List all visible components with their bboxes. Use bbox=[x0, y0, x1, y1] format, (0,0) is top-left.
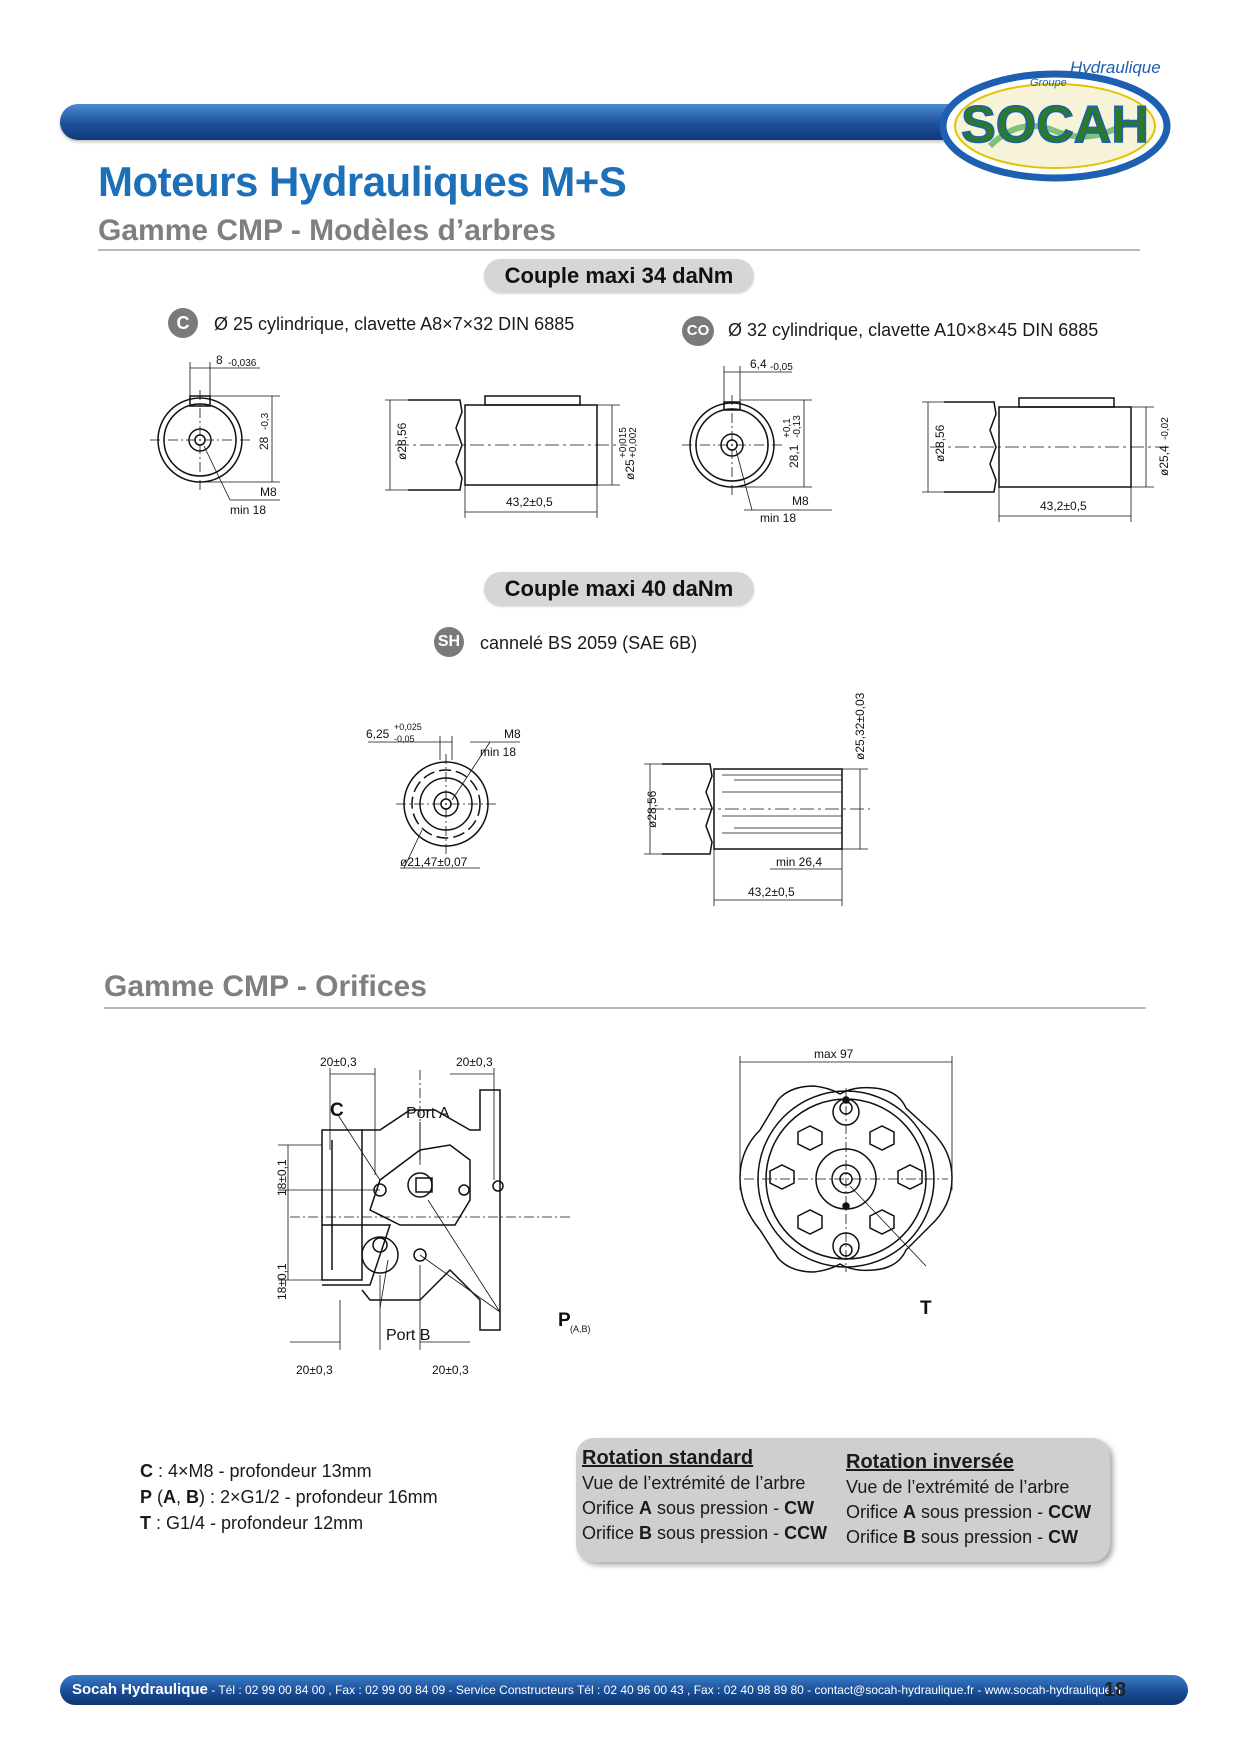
badge-co: CO bbox=[682, 316, 714, 346]
legend-t: T : G1/4 - profondeur 12mm bbox=[140, 1513, 364, 1533]
sh-thread: M8 bbox=[504, 727, 521, 741]
shaft-co-desc: Ø 32 cylindrique, clavette A10×8×45 DIN … bbox=[728, 320, 1099, 340]
sh-dim-slot-tol-low: -0,05 bbox=[394, 734, 415, 744]
rotation-reverse: Rotation inversée Vue de l’extrémité de … bbox=[846, 1450, 1091, 1550]
shaft-sh-desc: cannelé BS 2059 (SAE 6B) bbox=[480, 633, 698, 653]
orifices-front-drawing: max 97 T bbox=[739, 1047, 953, 1319]
badge-c: C bbox=[168, 308, 198, 338]
logo-group: Groupe bbox=[1030, 77, 1067, 89]
co-dia-shaft-tol: -0,02 bbox=[1160, 417, 1171, 440]
c-dia-body: ø28,56 bbox=[395, 422, 409, 460]
label-p: P bbox=[558, 1310, 571, 1331]
co-depth: min 18 bbox=[760, 511, 796, 525]
footer-company: Socah Hydraulique bbox=[72, 1681, 208, 1698]
c-dim-height: 28 bbox=[257, 436, 271, 450]
footer-text: Socah Hydraulique - Tél : 02 99 00 84 00… bbox=[72, 1681, 1122, 1698]
c-dia-shaft-tol-low: +0,002 bbox=[628, 427, 639, 458]
sh-dim-slot: 6,25 bbox=[366, 727, 390, 741]
torque-40-pill: Couple maxi 40 daNm bbox=[484, 572, 754, 606]
sh-dia-spline: ø25,32±0,03 bbox=[853, 692, 867, 760]
label-t: T bbox=[920, 1298, 932, 1319]
co-length: 43,2±0,5 bbox=[1040, 499, 1087, 513]
torque-34-pill: Couple maxi 34 daNm bbox=[484, 259, 754, 293]
shaft-c-desc: Ø 25 cylindrique, clavette A8×7×32 DIN 6… bbox=[214, 314, 575, 334]
logo-brand: SOCAH bbox=[961, 96, 1149, 154]
co-dim-height: 28,1 bbox=[787, 444, 801, 468]
sh-spline-len: min 26,4 bbox=[776, 855, 822, 869]
orifices-rule bbox=[104, 1007, 1146, 1009]
legend-c: C : 4×M8 - profondeur 13mm bbox=[140, 1461, 372, 1481]
c-dia-shaft: ø25 bbox=[623, 459, 637, 480]
rotation-reverse-title: Rotation inversée bbox=[846, 1451, 1014, 1473]
c-length: 43,2±0,5 bbox=[506, 495, 553, 509]
dim-top-right: 20±0,3 bbox=[456, 1055, 493, 1069]
rotation-reverse-line1: Vue de l’extrémité de l’arbre bbox=[846, 1477, 1070, 1497]
orifices-side-drawing: 20±0,3 20±0,3 18±0,1 18±0,1 20±0,3 20±0,… bbox=[275, 1055, 591, 1377]
sh-dia-body: ø28,56 bbox=[645, 790, 659, 828]
sh-depth: min 18 bbox=[480, 745, 516, 759]
co-thread: M8 bbox=[792, 494, 809, 508]
c-dia-shaft-tol-up: +0,015 bbox=[618, 427, 629, 458]
c-dim-key-tol: -0,036 bbox=[228, 358, 257, 369]
c-depth: min 18 bbox=[230, 503, 266, 517]
dim-side-lower: 18±0,1 bbox=[275, 1263, 289, 1300]
co-dim-height-tol-low: -0,13 bbox=[792, 415, 803, 438]
footer-bar bbox=[60, 1675, 1188, 1705]
page-title: Moteurs Hydrauliques M+S bbox=[98, 158, 627, 205]
sh-length: 43,2±0,5 bbox=[748, 885, 795, 899]
legend-block: C : 4×M8 - profondeur 13mm P (A, B) : 2×… bbox=[140, 1458, 438, 1536]
label-p-sub: (A,B) bbox=[570, 1324, 591, 1334]
sh-dia-root: ø21,47±0,07 bbox=[400, 855, 468, 869]
dim-side-upper: 18±0,1 bbox=[275, 1159, 289, 1196]
legend-p: P (A, B) : 2×G1/2 - profondeur 16mm bbox=[140, 1487, 438, 1507]
dim-bottom-right: 20±0,3 bbox=[432, 1363, 469, 1377]
co-dia-body: ø28,56 bbox=[933, 424, 947, 462]
c-thread: M8 bbox=[260, 485, 277, 499]
co-dia-shaft: ø25,4 bbox=[1157, 445, 1171, 476]
c-dim-key: 8 bbox=[216, 353, 223, 367]
rotation-standard-title: Rotation standard bbox=[582, 1447, 754, 1469]
port-a-label: Port A bbox=[406, 1105, 450, 1122]
max-width-label: max 97 bbox=[814, 1047, 854, 1061]
rotation-standard-line1: Vue de l’extrémité de l’arbre bbox=[582, 1473, 806, 1493]
port-b-label: Port B bbox=[386, 1327, 430, 1344]
rotation-standard-a: Orifice A sous pression - CW bbox=[582, 1498, 815, 1518]
page-subtitle: Gamme CMP - Modèles d’arbres bbox=[98, 214, 556, 247]
c-dim-height-tol: -0,3 bbox=[260, 412, 271, 430]
co-dim-key-tol: -0,05 bbox=[770, 362, 793, 373]
rotation-reverse-a: Orifice A sous pression - CCW bbox=[846, 1502, 1092, 1522]
shaft-sh-drawing: 6,25 +0,025 -0,05 M8 min 18 ø21,47±0,07 … bbox=[366, 692, 870, 906]
label-c: C bbox=[330, 1100, 344, 1121]
sh-dim-slot-tol-up: +0,025 bbox=[394, 722, 422, 732]
socah-logo: SOCAH Groupe Hydraulique bbox=[939, 58, 1171, 182]
rotation-standard-b: Orifice B sous pression - CCW bbox=[582, 1523, 828, 1543]
co-dim-height-tol-up: +0,1 bbox=[782, 418, 793, 438]
orifices-subtitle: Gamme CMP - Orifices bbox=[104, 970, 427, 1003]
logo-hydraulique: Hydraulique bbox=[1070, 58, 1161, 77]
footer-contact: - Tél : 02 99 00 84 00 , Fax : 02 99 00 … bbox=[207, 1683, 1123, 1697]
badge-sh: SH bbox=[434, 627, 464, 657]
shaft-c-drawing: 8 -0,036 28 -0,3 M8 min 18 ø28,56 ø25 +0… bbox=[150, 353, 639, 518]
rotation-box: Rotation standard Vue de l’extrémité de … bbox=[576, 1438, 1110, 1562]
rotation-reverse-b: Orifice B sous pression - CW bbox=[846, 1527, 1079, 1547]
page-number: 18 bbox=[1103, 1679, 1127, 1701]
subtitle-rule bbox=[98, 249, 1140, 251]
rotation-standard: Rotation standard Vue de l’extrémité de … bbox=[582, 1446, 827, 1546]
header-bar bbox=[60, 104, 980, 140]
shaft-co-drawing: 6,4 -0,05 28,1 +0,1 -0,13 M8 min 18 ø28,… bbox=[682, 357, 1172, 525]
dim-bottom-left: 20±0,3 bbox=[296, 1363, 333, 1377]
dim-top-left: 20±0,3 bbox=[320, 1055, 357, 1069]
co-dim-key: 6,4 bbox=[750, 357, 767, 371]
